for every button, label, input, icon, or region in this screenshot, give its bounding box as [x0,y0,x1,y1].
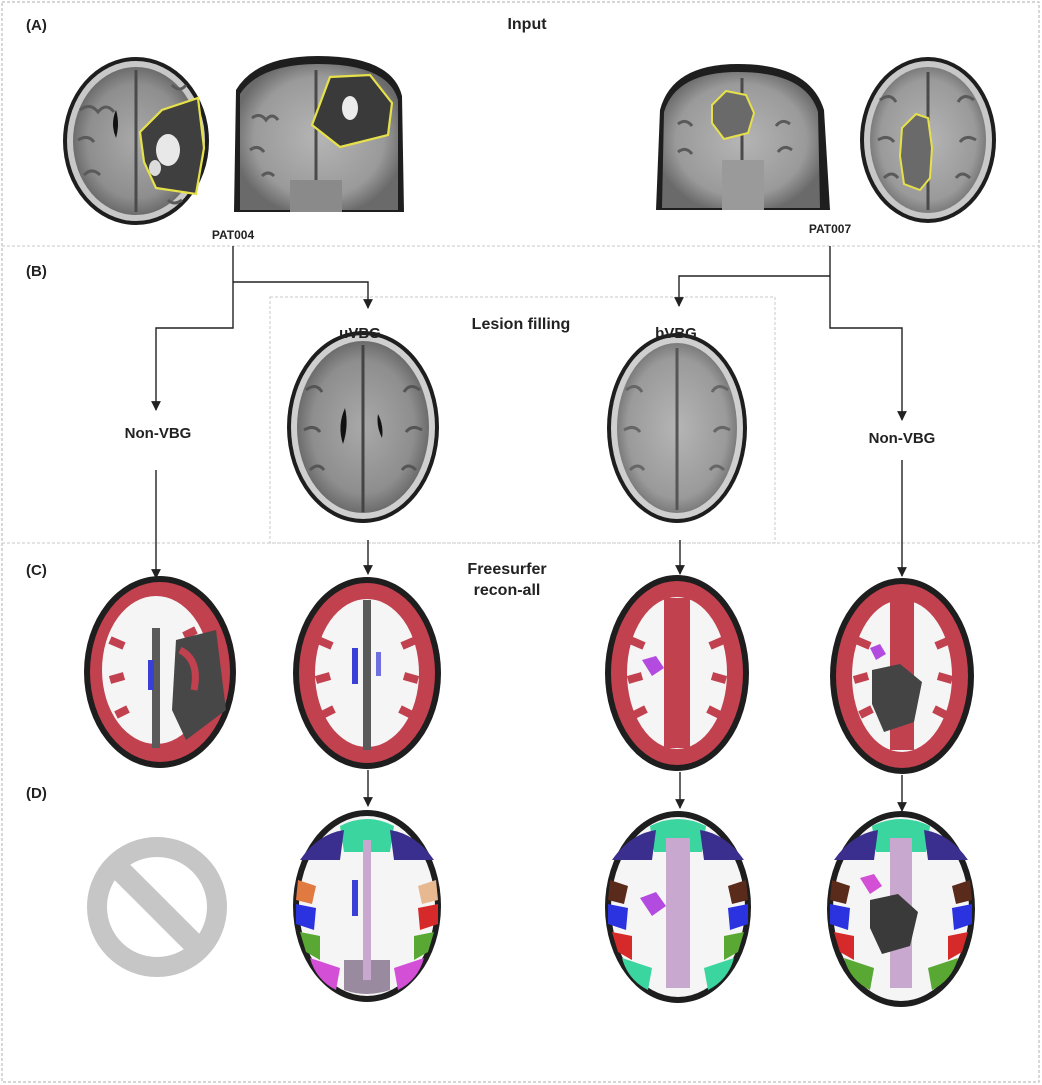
parc-non-vbg-pat007 [827,811,975,1007]
seg-non-vbg-pat007 [830,578,974,774]
row-label-d: (D) [26,785,47,802]
seg-uvbg-pat004 [293,577,441,769]
parc-bvbg-pat007 [605,811,751,1003]
lesion-filling-box [269,296,776,544]
node-bvbg: bVBG [655,325,697,342]
prohibited-icon [87,837,227,977]
uvbg-filled-scan [287,331,439,523]
node-non-vbg-right: Non-VBG [868,430,936,447]
seg-non-vbg-pat004 [84,576,236,768]
freesurfer-title: Freesurfer recon-all [467,561,547,599]
bvbg-filled-scan [607,333,747,523]
row-label-a: (A) [26,17,47,34]
seg-bvbg-pat007 [605,575,749,771]
row-label-b: (B) [26,263,47,280]
input-title: Input [507,16,547,33]
parc-uvbg-pat004 [293,810,441,1002]
pat004-coronal-scan [234,56,404,212]
pat007-coronal-scan [656,64,830,210]
flow-arrows [151,246,907,812]
pat007-axial-scan [860,57,996,223]
pat004-axial-scan [63,57,209,225]
node-uvbg: uVBG [339,325,381,342]
row-label-c: (C) [26,562,47,579]
node-non-vbg-left: Non-VBG [124,425,192,442]
lesion-filling-title: Lesion filling [471,316,571,333]
patient-label-pat004: PAT004 [211,228,255,242]
patient-label-pat007: PAT007 [808,222,852,236]
